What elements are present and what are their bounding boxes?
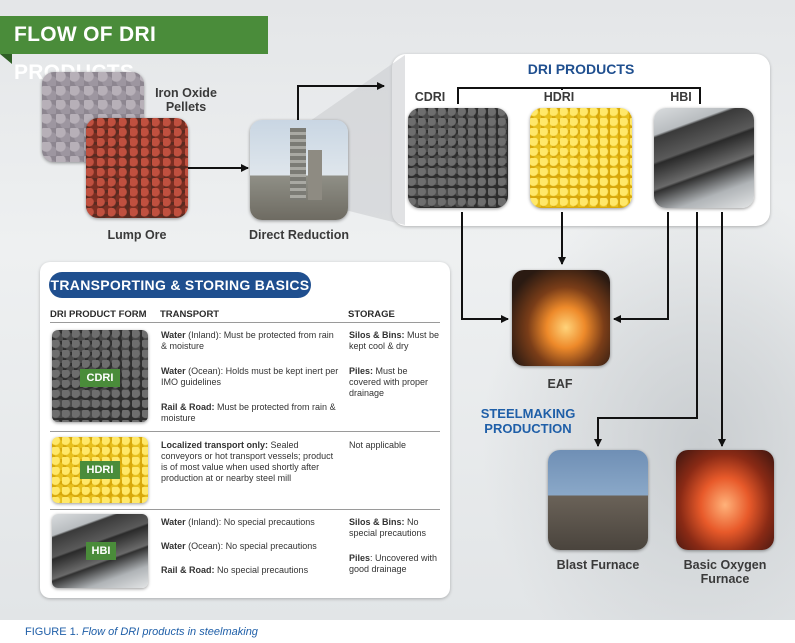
row-divider-1 bbox=[50, 431, 440, 432]
cdri-transport-2: Water (Ocean): Holds must be kept inert … bbox=[161, 366, 339, 387]
cdri-label: CDRI bbox=[410, 90, 450, 104]
reduction-tower-2 bbox=[308, 150, 322, 200]
title-banner-fold bbox=[0, 54, 12, 64]
bof-photo bbox=[676, 450, 774, 550]
hdri-storage-1: Not applicable bbox=[349, 440, 407, 450]
caption-text: Flow of DRI products in steelmaking bbox=[78, 626, 258, 638]
arrow-hbi-to-eaf bbox=[613, 212, 669, 323]
hbi-storage-1: Silos & Bins: No special precautions bbox=[349, 517, 427, 538]
blast-furnace-photo bbox=[548, 450, 648, 550]
figure-caption: FIGURE 1. Flow of DRI products in steelm… bbox=[25, 626, 258, 638]
blast-furnace-label: Blast Furnace bbox=[556, 558, 640, 572]
caption-prefix: FIGURE 1. bbox=[25, 626, 79, 638]
arrow-cdri-to-eaf bbox=[461, 212, 509, 323]
direct-reduction-label: Direct Reduction bbox=[248, 228, 349, 242]
col-header-transport: TRANSPORT bbox=[160, 309, 220, 320]
arrow-hbi-to-blast-furnace bbox=[594, 212, 698, 447]
funnel-shape bbox=[300, 55, 405, 225]
hbi-table-tag: HBI bbox=[86, 542, 116, 560]
direct-reduction-photo bbox=[250, 120, 348, 220]
transport-storage-title: TRANSPORTING & STORING BASICS bbox=[49, 272, 311, 298]
pellets-label: Iron Oxide Pellets bbox=[155, 86, 217, 114]
cdri-transport-1: Water (Inland): Must be protected from r… bbox=[161, 330, 334, 351]
hbi-transport-2: Water (Ocean): No special precautions bbox=[161, 541, 317, 551]
bof-label: Basic Oxygen Furnace bbox=[683, 558, 767, 586]
hdri-photo bbox=[530, 108, 632, 208]
col-header-form: DRI PRODUCT FORM bbox=[50, 309, 147, 320]
eaf-photo bbox=[512, 270, 610, 366]
hbi-transport-3: Rail & Road: No special precautions bbox=[161, 565, 309, 575]
cdri-storage-1: Silos & Bins: Must be kept cool & dry bbox=[349, 330, 440, 351]
eaf-label: EAF bbox=[547, 377, 573, 391]
header-divider bbox=[50, 322, 440, 323]
products-bracket bbox=[457, 87, 701, 104]
lump-ore-label: Lump Ore bbox=[107, 228, 167, 242]
hbi-photo bbox=[654, 108, 754, 208]
hdri-label: HDRI bbox=[536, 90, 582, 104]
col-header-storage: STORAGE bbox=[348, 309, 395, 320]
cdri-photo bbox=[408, 108, 508, 208]
cdri-transport-3: Rail & Road: Must be protected from rain… bbox=[161, 402, 336, 423]
reduction-tower bbox=[290, 128, 306, 200]
dri-products-title: DRI PRODUCTS bbox=[527, 61, 635, 77]
row-divider-2 bbox=[50, 509, 440, 510]
hbi-storage-2: Piles: Uncovered with good drainage bbox=[349, 553, 438, 574]
arrow-reduction-to-products bbox=[297, 82, 385, 124]
cdri-storage-2: Piles: Must be covered with proper drain… bbox=[349, 366, 429, 398]
hbi-label: HBI bbox=[666, 90, 696, 104]
steelmaking-production-label: STEELMAKING PRODUCTION bbox=[480, 406, 576, 436]
hdri-transport-1: Localized transport only: Sealed conveyo… bbox=[161, 440, 334, 483]
hdri-table-tag: HDRI bbox=[80, 461, 120, 479]
hbi-transport-1: Water (Inland): No special precautions bbox=[161, 517, 315, 527]
cdri-table-tag: CDRI bbox=[80, 369, 120, 387]
lump-ore-photo bbox=[86, 118, 188, 218]
